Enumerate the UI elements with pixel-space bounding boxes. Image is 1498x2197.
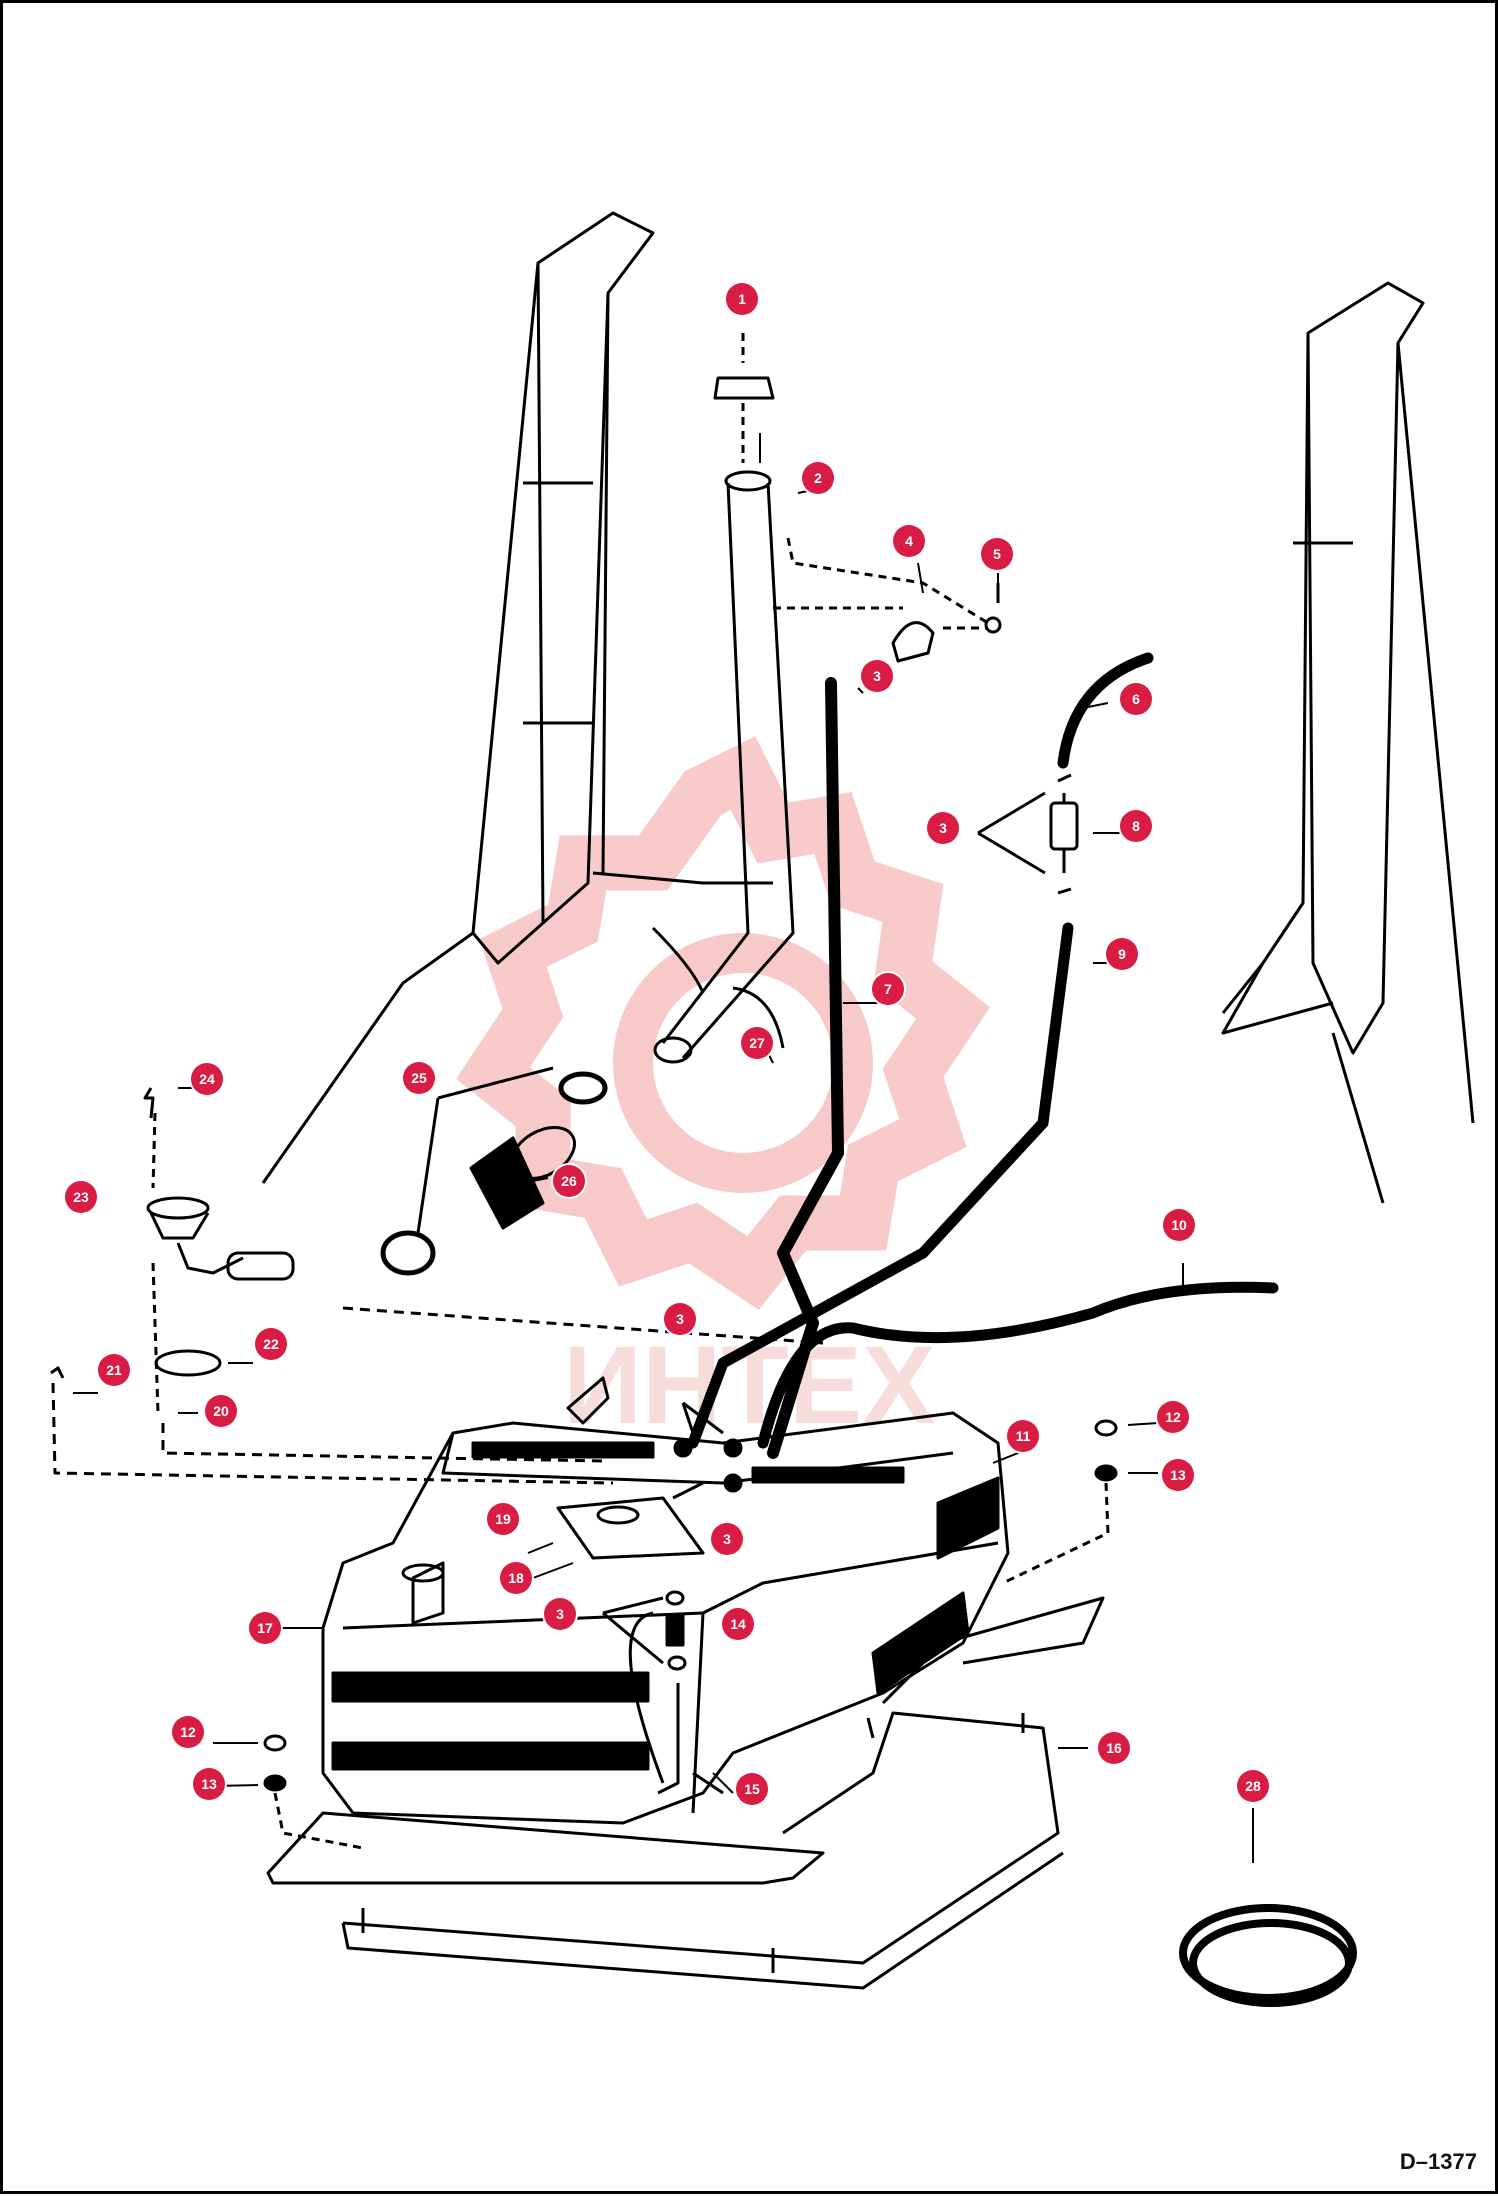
callout-15: 15	[736, 1773, 768, 1805]
callout-28: 28	[1237, 1770, 1269, 1802]
callout-5: 5	[981, 538, 1013, 570]
callout-3: 3	[861, 660, 893, 692]
hose-6	[1057, 652, 1154, 769]
hose-26	[469, 1125, 576, 1230]
callout-27: 27	[741, 1027, 773, 1059]
callout-24: 24	[191, 1063, 223, 1095]
callout-22: 22	[255, 1328, 287, 1360]
hose-9	[687, 922, 1074, 1449]
callout-21: 21	[98, 1354, 130, 1386]
callout-13: 13	[1162, 1459, 1194, 1491]
watermark-logo	[456, 736, 990, 1310]
drawing-code: D–1377	[1399, 2149, 1477, 2174]
hose-10	[757, 1281, 1279, 1449]
callout-3: 3	[711, 1523, 743, 1555]
gasket-22	[154, 1349, 222, 1377]
callout-3: 3	[664, 1303, 696, 1335]
callout-26: 26	[553, 1165, 585, 1197]
callout-23: 23	[65, 1181, 97, 1213]
callout-4: 4	[893, 525, 925, 557]
callout-6: 6	[1120, 683, 1152, 715]
filler-neck	[653, 470, 795, 1064]
fuel-cap	[713, 333, 775, 463]
callout-9: 9	[1106, 938, 1138, 970]
fuel-tank	[321, 1376, 1010, 1825]
mounting-plate	[266, 1596, 1105, 1990]
callout-11: 11	[1007, 1420, 1039, 1452]
callout-12: 12	[1157, 1401, 1189, 1433]
callout-19: 19	[487, 1503, 519, 1535]
left-upright	[261, 211, 773, 1184]
sender-unit	[146, 1196, 295, 1281]
callout-18: 18	[500, 1562, 532, 1594]
callout-13: 13	[193, 1768, 225, 1800]
callout-17: 17	[249, 1612, 281, 1644]
callout-7: 7	[872, 973, 904, 1005]
callout-12: 12	[172, 1716, 204, 1748]
callout-10: 10	[1163, 1209, 1195, 1241]
callout-2: 2	[802, 462, 834, 494]
right-upright	[1221, 281, 1475, 1204]
hose-coil-28	[1179, 1904, 1357, 2007]
hose-7	[767, 677, 844, 1459]
fitting-14	[602, 1590, 687, 1671]
callout-3: 3	[927, 812, 959, 844]
callout-1: 1	[726, 283, 758, 315]
callout-20: 20	[205, 1395, 237, 1427]
callout-8: 8	[1120, 810, 1152, 842]
callout-16: 16	[1098, 1732, 1130, 1764]
callout-14: 14	[722, 1608, 754, 1640]
fuel-filter	[977, 773, 1079, 895]
parts-diagram: ИНТЕХ	[50, 211, 1475, 2007]
callout-3: 3	[544, 1598, 576, 1630]
callout-25: 25	[403, 1062, 435, 1094]
